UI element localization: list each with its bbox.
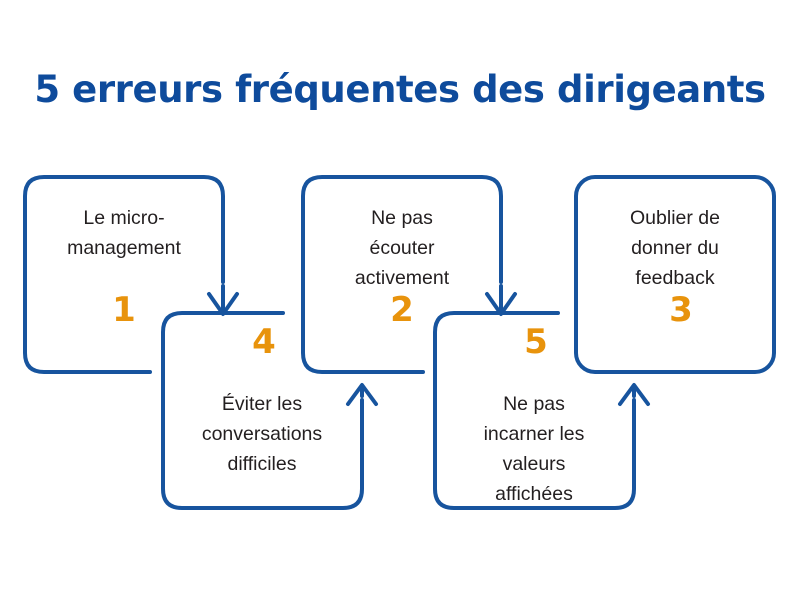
step-box-2-outline <box>301 175 503 374</box>
step-number-1: 1 <box>112 290 136 330</box>
step-number-3: 3 <box>669 290 693 330</box>
step-box-1-outline <box>23 175 225 374</box>
step-box-5[interactable] <box>433 311 650 510</box>
step-label-4: Éviter les conversations difficiles <box>201 393 323 475</box>
step-box-3-outline <box>574 175 776 374</box>
step-label-5: Ne pas incarner les valeurs affichées <box>483 393 585 505</box>
step-box-4-outline <box>161 311 364 510</box>
step-box-5-outline <box>433 311 636 510</box>
step-label-3: Oublier de donner du feedback <box>630 207 720 289</box>
step-box-5-arrow-up-icon <box>618 383 650 406</box>
step-label-2: Ne pas écouter activement <box>354 207 450 289</box>
step-number-5: 5 <box>524 322 548 362</box>
step-box-1-arrow-down-icon <box>207 284 239 316</box>
step-number-2: 2 <box>390 290 414 330</box>
step-label-1: Le micro- management <box>67 207 181 259</box>
step-box-4[interactable] <box>161 311 378 510</box>
step-box-3[interactable] <box>574 175 776 374</box>
step-box-4-arrow-up-icon <box>346 383 378 406</box>
step-number-4: 4 <box>252 322 276 362</box>
page-title: 5 erreurs fréquentes des dirigeants <box>34 68 766 111</box>
